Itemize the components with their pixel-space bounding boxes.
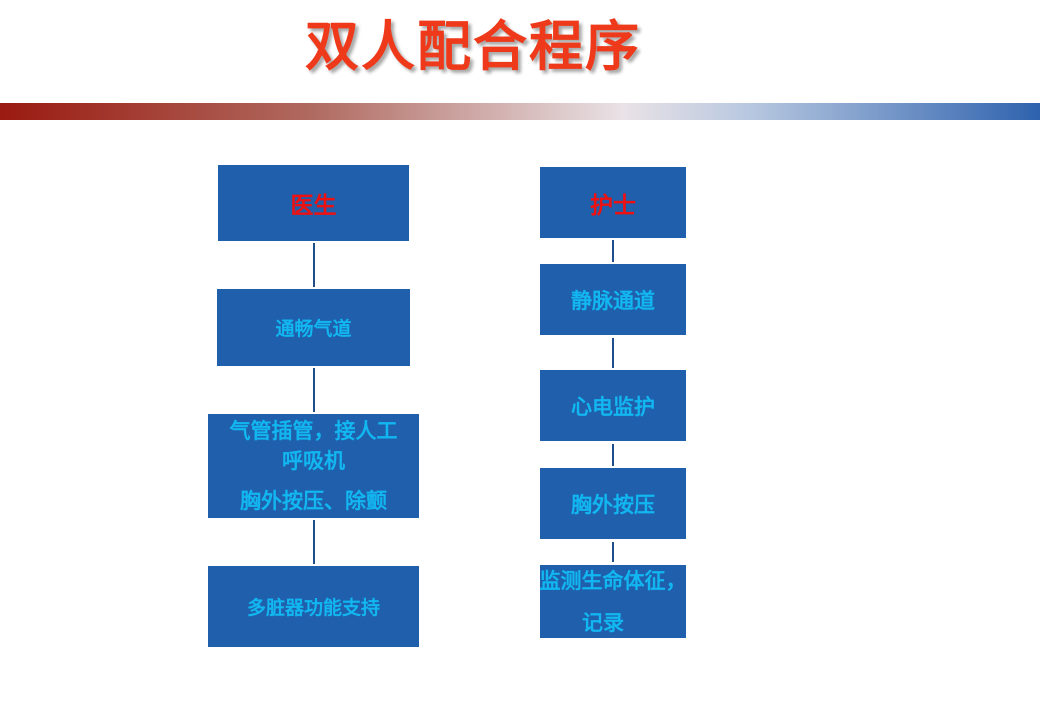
nurse-step-chest-compression: 胸外按压 (540, 468, 686, 539)
nurse-header-box: 护士 (540, 167, 686, 238)
doctor-header-box: 医生 (218, 165, 409, 241)
doctor-step-intubation-line-2: 呼吸机 (282, 449, 345, 473)
nurse-step-iv-access-label: 静脉通道 (571, 288, 655, 313)
nurse-step-vital-signs: 监测生命体征， 记录 (539, 565, 687, 638)
nurse-connector-1 (612, 240, 614, 262)
doctor-connector-3 (313, 520, 315, 564)
nurse-step-ecg-monitor: 心电监护 (540, 370, 686, 441)
doctor-step-organ-support-label: 多脏器功能支持 (246, 597, 380, 619)
nurse-step-ecg-monitor-label: 心电监护 (571, 394, 655, 419)
title-gradient-bar (0, 103, 1040, 120)
doctor-step-organ-support: 多脏器功能支持 (208, 566, 419, 647)
doctor-header-label: 医生 (290, 193, 337, 219)
doctor-step-intubation: 气管插管，接人工 呼吸机 胸外按压、除颤 (208, 414, 419, 518)
doctor-connector-2 (313, 368, 315, 412)
doctor-step-airway: 通畅气道 (217, 289, 410, 366)
nurse-step-chest-compression-label: 胸外按压 (571, 492, 655, 517)
nurse-connector-2 (612, 338, 614, 368)
slide-title: 双人配合程序 (305, 15, 641, 78)
nurse-step-vital-signs-line-2: 记录 (582, 611, 624, 635)
doctor-step-intubation-line-1: 气管插管，接人工 (229, 419, 398, 443)
nurse-connector-3 (612, 444, 614, 466)
nurse-step-vital-signs-line-1: 监测生命体征， (539, 569, 687, 593)
nurse-step-iv-access: 静脉通道 (540, 264, 686, 335)
doctor-step-airway-label: 通畅气道 (275, 318, 352, 340)
nurse-header-label: 护士 (590, 192, 636, 219)
nurse-connector-4 (612, 542, 614, 562)
doctor-connector-1 (313, 243, 315, 287)
doctor-step-intubation-line-3: 胸外按压、除颤 (240, 489, 387, 513)
